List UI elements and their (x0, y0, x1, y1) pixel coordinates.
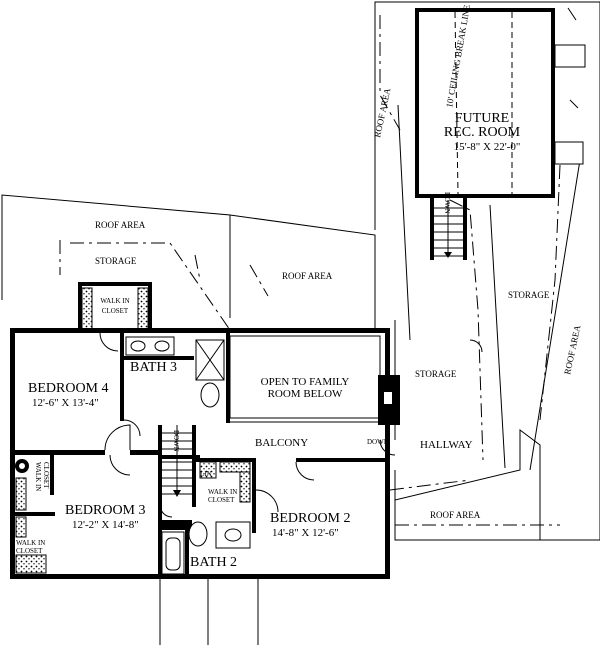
door-swings (99, 332, 483, 518)
rec-room-dims: 15'-8" X 22'-0" (454, 141, 521, 153)
bath2-fixtures (161, 461, 251, 575)
rec-room-name-line2: REC. ROOM (444, 125, 521, 140)
bath3-name: BATH 3 (130, 360, 177, 375)
roof-area-label-5: ROOF AREA (430, 510, 481, 520)
stairs-down-label-rec: DOWN (443, 192, 451, 214)
walk-in-label-left: WALK IN (34, 462, 42, 491)
stairs-down-label-main: DOWN (172, 430, 180, 452)
closet-label-bottom: CLOSET (16, 547, 43, 555)
closet-label-left: CLOSET (42, 462, 50, 489)
roof-area-label-4: ROOF AREA (562, 324, 582, 376)
storage-label-3: STORAGE (415, 369, 457, 379)
roof-area-label-3: ROOF AREA (282, 271, 333, 281)
roof-area-dashes (59, 15, 561, 526)
ceiling-break-label: 10' CEILING BREAK LINE (444, 3, 472, 108)
rec-room-name-line1: FUTURE (455, 111, 509, 126)
main-stairs (162, 425, 192, 497)
walk-in-label-bottom: WALK IN (16, 539, 45, 547)
bedroom3-closets (15, 459, 47, 574)
storage-label-2: STORAGE (508, 290, 550, 300)
storage-label-1: STORAGE (95, 256, 137, 266)
bedroom4-name: BEDROOM 4 (28, 381, 109, 396)
bedroom3-name: BEDROOM 3 (65, 503, 146, 518)
roof-area-label-2: ROOF AREA (95, 220, 146, 230)
rec-room-stairs (430, 198, 467, 260)
windows (40, 329, 350, 577)
walk-in-label-top: WALK IN (100, 297, 129, 305)
balcony-name: BALCONY (255, 437, 308, 449)
text-labels: FUTURE REC. ROOM 15'-8" X 22'-0" 10' CEI… (16, 3, 583, 570)
hallway-name: HALLWAY (420, 439, 473, 451)
bedroom2-name: BEDROOM 2 (270, 511, 351, 526)
open-to-family-line1: OPEN TO FAMILY (261, 376, 350, 388)
walk-in-label-mid: WALK IN (208, 488, 237, 496)
closet-label-top: CLOSET (102, 307, 129, 315)
bedroom2-dims: 14'-8" X 12'-6" (272, 527, 339, 539)
lower-porch (159, 579, 259, 645)
chimney-flue (384, 392, 392, 404)
stairs-down-label-hall: DOWN (367, 438, 389, 446)
open-to-family-line2: ROOM BELOW (268, 388, 343, 400)
linen-label: LIN (200, 470, 212, 478)
bath2-name: BATH 2 (190, 555, 237, 570)
future-rec-room (415, 7, 586, 198)
open-to-family-outline (229, 335, 381, 419)
bedroom4-dims: 12'-6" X 13'-4" (32, 397, 99, 409)
closet-label-mid: CLOSET (208, 496, 235, 504)
bedroom3-dims: 12'-2" X 14'-8" (72, 519, 139, 531)
bath3-fixtures (125, 336, 225, 408)
